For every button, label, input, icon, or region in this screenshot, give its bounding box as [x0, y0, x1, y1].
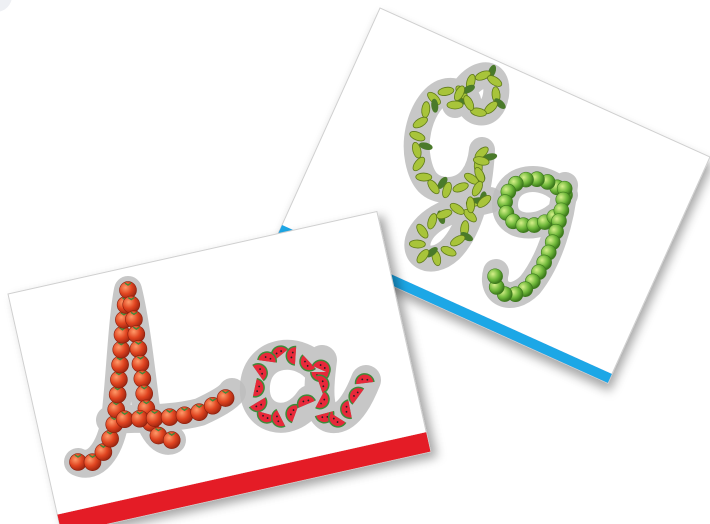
letter-a-tomato-icon — [64, 276, 246, 478]
corner-decoration — [0, 0, 12, 12]
card-a-stripe — [57, 432, 431, 524]
letter-g-caterpillar-icon — [403, 62, 510, 272]
letter-a-watermelon-icon — [239, 339, 381, 433]
letter-g-grape-icon — [482, 166, 578, 308]
